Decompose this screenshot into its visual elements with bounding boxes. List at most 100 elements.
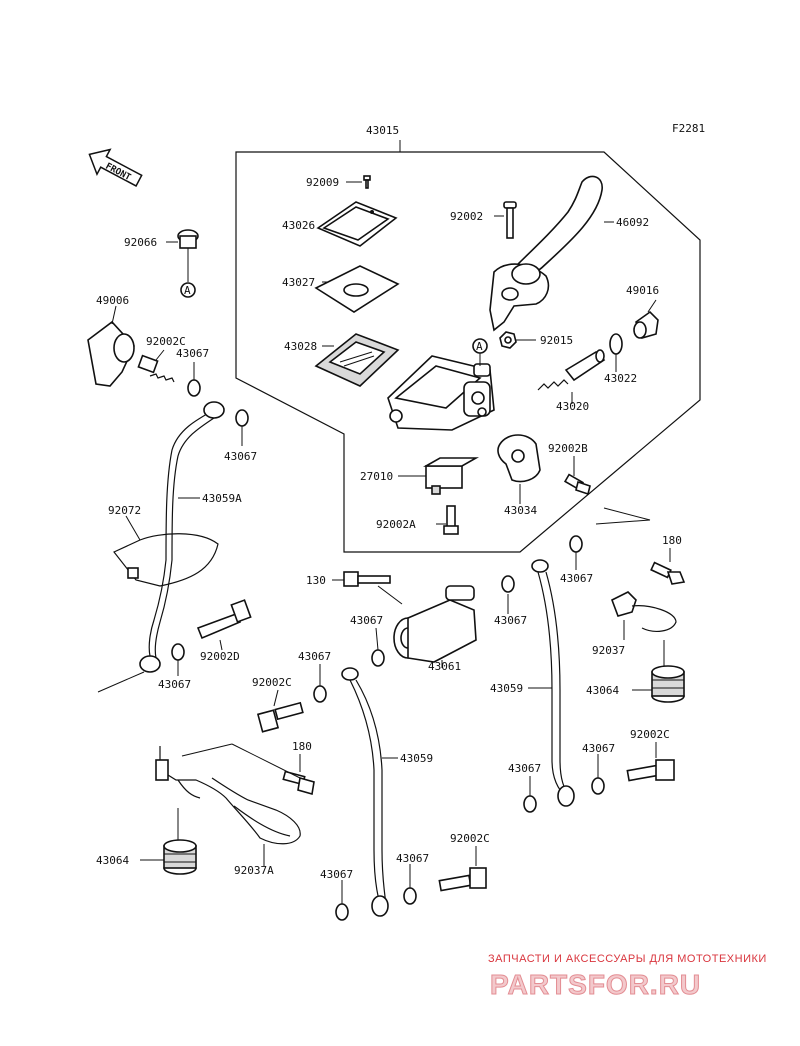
label-43067-k: 43067 [320,868,353,881]
washer-43067-e [501,575,515,614]
washer-43067-a [187,362,201,397]
label-92009: 92009 [306,176,339,189]
nut-92015 [499,331,536,349]
label-92002a: 92002A [376,518,416,531]
diaphragm-43028 [314,333,400,387]
washer-43067-f [569,535,583,570]
label-43059a: 43059A [202,492,242,505]
bolt-92002c-right [626,742,675,782]
boot-43022 [609,333,623,372]
washer-43067-k [591,754,605,795]
watermark-brand: PARTSFOR.RU [490,969,701,1000]
holder-clamp-43034 [497,434,541,504]
label-43067-f: 43067 [298,650,331,663]
label-43020: 43020 [556,400,589,413]
washer-43067-b [235,409,249,446]
label-46092: 46092 [616,216,649,229]
label-92072: 92072 [108,504,141,517]
label-180-b: 180 [292,740,312,753]
label-43067-g: 43067 [158,678,191,691]
label-43067-d: 43067 [350,614,383,627]
label-49006: 49006 [96,294,129,307]
label-43059-b: 43059 [400,752,433,765]
label-43015: 43015 [366,124,399,137]
ref-a-cap: A [184,284,191,297]
label-92002c-b: 92002C [252,676,292,689]
screw-92009 [346,175,371,189]
label-43067-a: 43067 [176,347,209,360]
washer-43067-h [335,880,349,921]
label-92066: 92066 [124,236,157,249]
brake-hose-43059a [139,401,225,673]
label-43059-a: 43059 [490,682,523,695]
bolt-130 [332,571,403,605]
diaphragm-plate-43027 [314,265,400,313]
washer-43067-c [171,643,185,676]
label-43027: 43027 [282,276,315,289]
clamp-92072 [113,515,219,587]
master-cylinder-assembly-outline [235,151,701,553]
stop-switch-27010 [398,457,480,495]
label-92037: 92037 [592,644,625,657]
label-130: 130 [306,574,326,587]
spring-43064-left [140,808,197,875]
label-49016: 49016 [626,284,659,297]
bolt-92002b [563,456,591,496]
washer-43067-j [523,776,537,813]
bolt-92002a [436,505,459,535]
label-43067-c: 43067 [560,572,593,585]
label-92002c-a: 92002C [146,335,186,348]
reference-a-bubble-body [472,338,488,354]
label-27010: 27010 [360,470,393,483]
label-43034: 43034 [504,504,537,517]
bolt-180-left [282,754,315,796]
spring-43064-right [632,640,685,703]
label-92002c-c: 92002C [630,728,670,741]
cap-92066 [166,229,199,282]
reference-a-bubble-cap [180,282,196,298]
cover-49006 [87,305,135,387]
label-43067-j: 43067 [396,852,429,865]
washer-43067-i [403,864,417,905]
label-92002d: 92002D [200,650,240,663]
label-43067-h: 43067 [582,742,615,755]
label-43061: 43061 [428,660,461,673]
bolt-180-right [650,548,686,585]
diagram-code: F2281 [672,122,705,135]
pivot-bolt-92002 [494,201,517,239]
label-43064-a: 43064 [586,684,619,697]
washer-43067-g [313,664,327,703]
ref-a-body: A [476,340,483,353]
label-43067-i: 43067 [508,762,541,775]
label-92037a: 92037A [234,864,274,877]
bolt-92002d [196,599,252,651]
dust-cover-49016 [633,299,659,339]
label-43064-b: 43064 [96,854,129,867]
brake-lever-46092 [489,175,614,332]
label-92002: 92002 [450,210,483,223]
master-cylinder-43061 [393,585,477,668]
label-92002b: 92002B [548,442,588,455]
washer-43067-d [371,627,385,667]
label-43067-b: 43067 [224,450,257,463]
label-43028: 43028 [284,340,317,353]
master-cylinder-body [387,355,495,431]
label-43026: 43026 [282,219,315,232]
bracket-92037 [610,591,677,640]
reservoir-cap-43026 [316,201,398,247]
label-92002c-d: 92002C [450,832,490,845]
bolt-92002c-lower-left [256,689,304,733]
bolt-92002c-lower-center [438,846,487,892]
label-92015: 92015 [540,334,573,347]
piston-43020 [537,349,606,404]
label-180-a: 180 [662,534,682,547]
watermark-tagline: ЗАПЧАСТИ И АКСЕССУАРЫ ДЛЯ МОТОТЕХНИКИ [488,953,767,965]
label-43022: 43022 [604,372,637,385]
bracket-92037a [155,743,301,866]
brake-hose-43059-right [528,559,575,807]
front-arrow-icon: FRONT [88,148,143,187]
bolt-92002c-cover [137,349,175,383]
brake-hose-43059-center [341,667,398,917]
label-43067-e: 43067 [494,614,527,627]
